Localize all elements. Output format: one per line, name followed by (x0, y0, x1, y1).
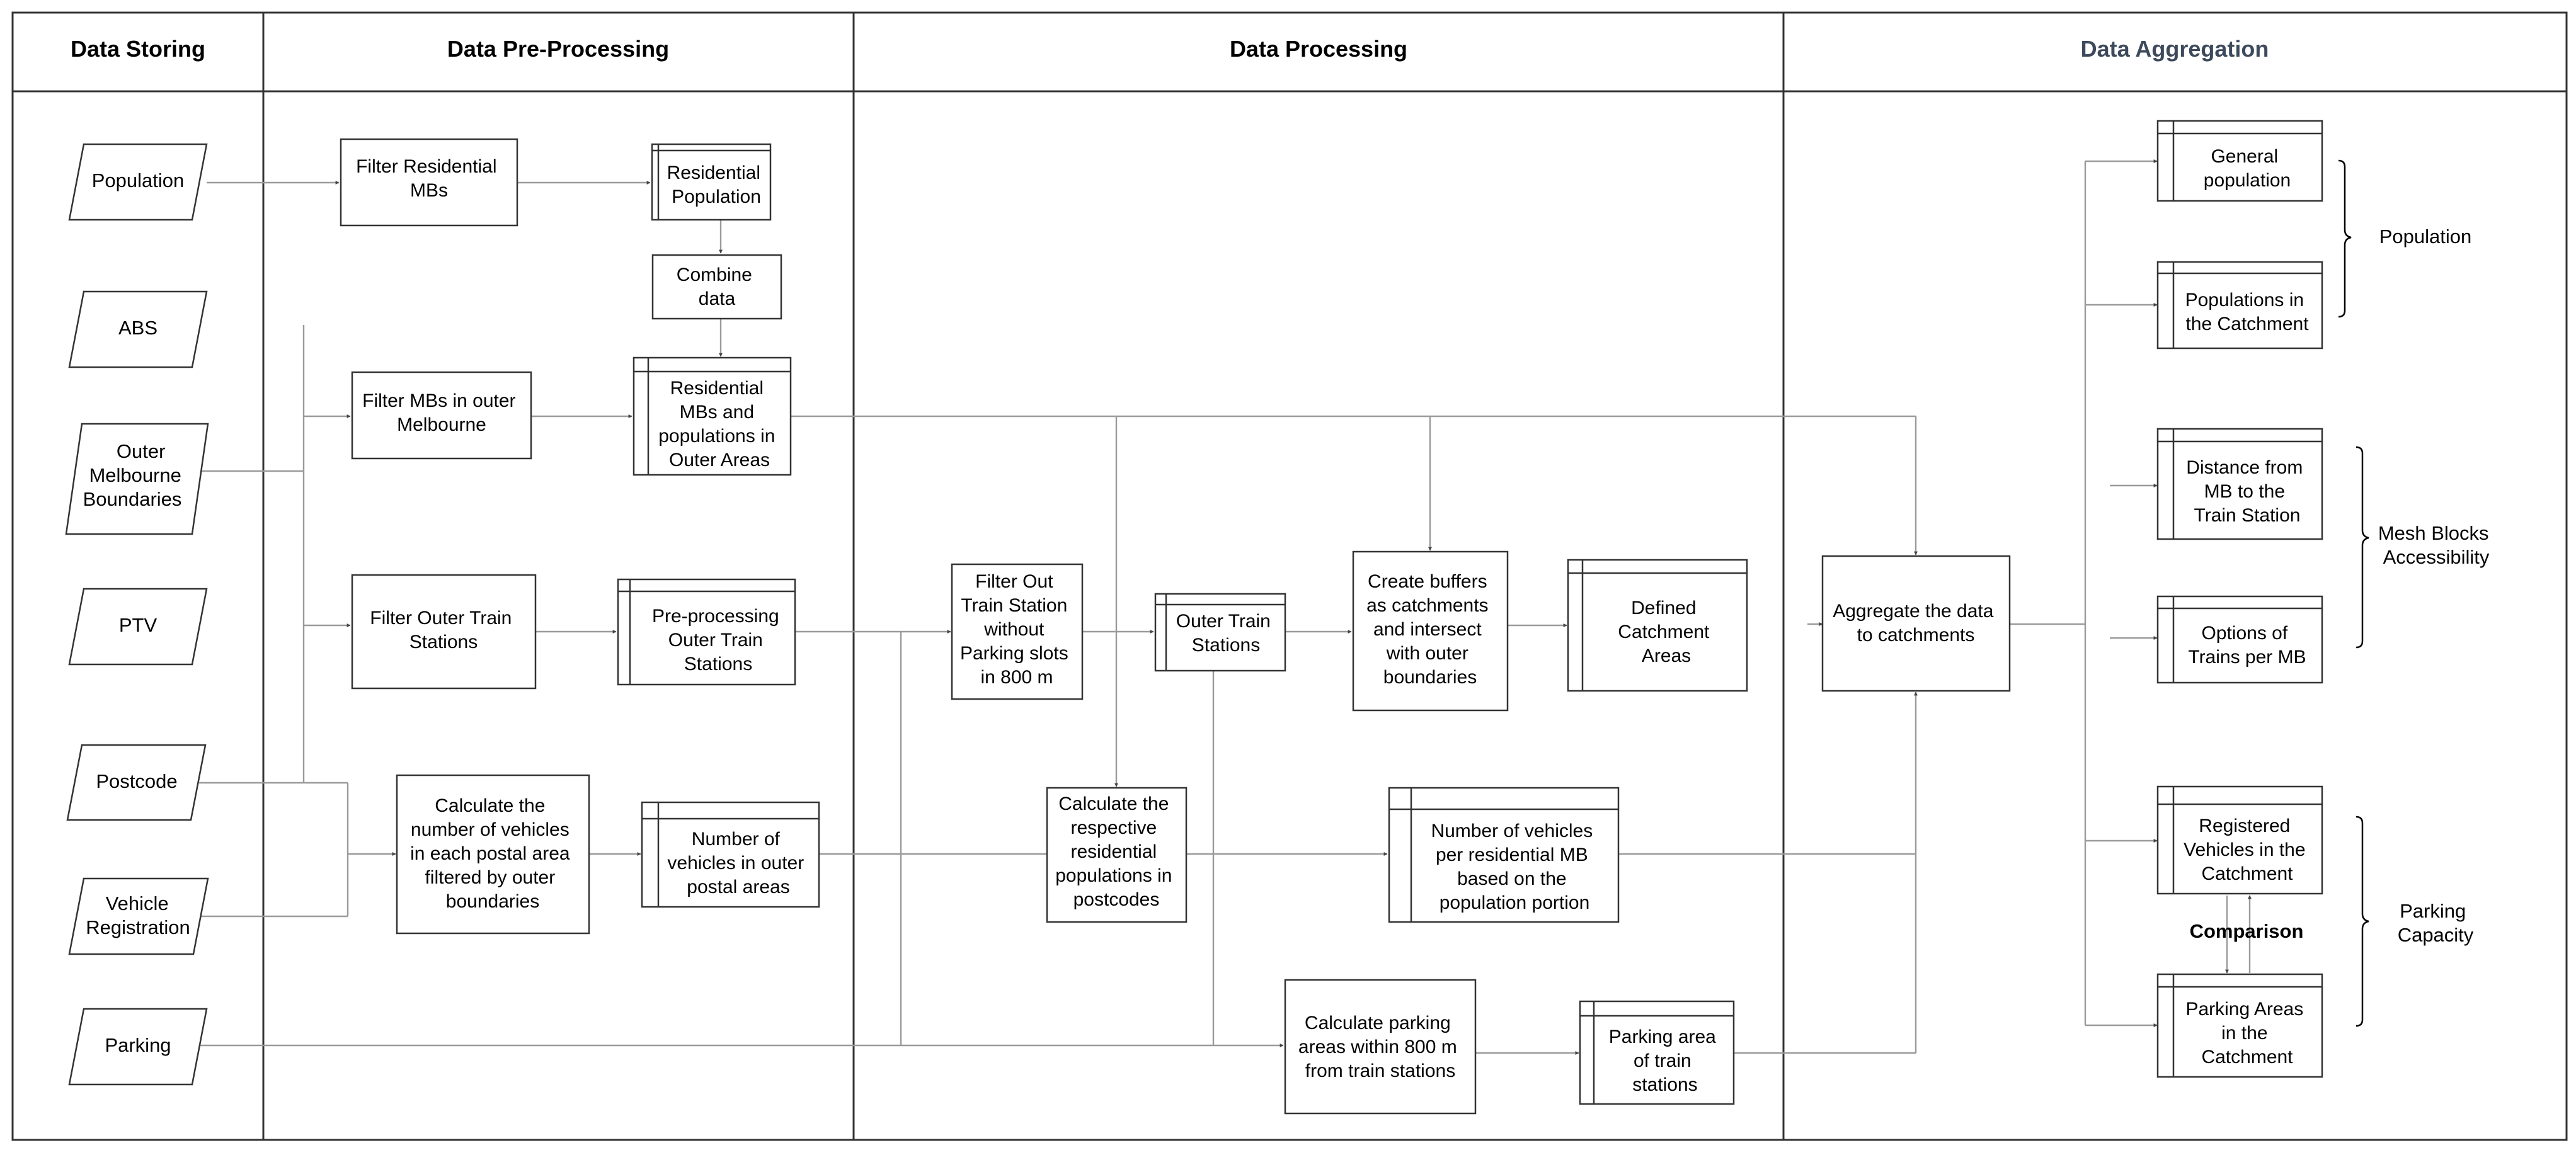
brace-parking-capacity (2356, 816, 2369, 1027)
data-outer-train-stations: Outer Train Stations (1154, 593, 1286, 672)
svg-text:Calculate the respective: Calculate the respective residential pop… (1055, 794, 1177, 910)
svg-text:General population: General population (2204, 146, 2291, 191)
svg-text:Outer Melbourne Bo: Outer Melbourne Boundaries (83, 440, 187, 510)
svg-text:Postcode: Postcode (96, 770, 177, 792)
svg-text:Combine data: Combine data (677, 265, 757, 309)
svg-text:Parking: Parking (105, 1034, 171, 1056)
svg-text:ABS: ABS (118, 317, 157, 339)
svg-text:Pre-processing Outer Tra: Pre-processing Outer Train Stations (652, 606, 784, 674)
data-distance-mb-to-station: Distance from MB to the Train Station (2156, 428, 2323, 540)
group-label-parking-capacity: Parking Capacity (2398, 900, 2474, 946)
process-aggregate-to-catchments: Aggregate the data to catchments (1821, 555, 2011, 692)
svg-text:Calculate parking areas: Calculate parking areas within 800 m fro… (1298, 1013, 1462, 1081)
data-parking-areas-catchment: Parking Areas in the Catchment (2156, 973, 2323, 1078)
group-label-mesh-blocks-accessibility: Mesh Blocks Accessibility (2378, 522, 2494, 568)
svg-text:Vehicle Registration: Vehicle Registration (86, 892, 190, 938)
svg-text:Options of Trains per MB: Options of Trains per MB (2188, 623, 2306, 668)
source-parking: Parking (68, 1008, 208, 1086)
svg-text:Calculate the number of: Calculate the number of vehicles in each… (410, 795, 575, 912)
svg-text:Residential MBs and: Residential MBs and populations in Outer… (658, 378, 781, 470)
data-options-trains-per-mb: Options of Trains per MB (2156, 595, 2323, 684)
svg-text:Population: Population (92, 169, 185, 191)
svg-text:Number of vehicles per r: Number of vehicles per residential MB ba… (1431, 821, 1598, 913)
process-filter-stations-without-parking: Filter Out Train Station without Parking… (951, 563, 1084, 700)
svg-text:Residential Population: Residential Population (667, 162, 766, 207)
data-populations-in-catchment: Populations in the Catchment (2156, 261, 2323, 350)
process-filter-residential-mbs: Filter Residential MBs (340, 138, 518, 227)
data-residential-mbs-outer-areas: Residential MBs and populations in Outer… (633, 356, 792, 476)
svg-text:Filter Residential MBs: Filter Residential MBs (356, 156, 502, 201)
comparison-label: Comparison (2190, 920, 2304, 942)
group-label-population: Population (2379, 225, 2472, 248)
source-ptv: PTV (68, 588, 208, 666)
lane-header-data-storing: Data Storing (71, 36, 205, 62)
data-general-population: General population (2156, 120, 2323, 202)
svg-text:Filter Out Train Station: Filter Out Train Station without Parking… (960, 571, 1073, 688)
lane-header-data-preprocessing: Data Pre-Processing (447, 36, 669, 62)
swimlane-frame (11, 11, 2568, 1141)
process-filter-outer-train-stations: Filter Outer Train Stations (351, 574, 537, 690)
brace-mesh-blocks-accessibility (2356, 446, 2369, 649)
source-postcode: Postcode (66, 744, 207, 821)
source-vehicle-registration: Vehicle Registration (68, 877, 209, 955)
data-residential-population: Residential Population (651, 143, 772, 221)
svg-text:Registered Vehicles in t: Registered Vehicles in the Catchment (2184, 816, 2311, 884)
svg-text:Outer Train Stations: Outer Train Stations (1176, 611, 1276, 656)
connectors (197, 159, 2252, 1055)
process-create-buffers-catchments: Create buffers as catchments and interse… (1352, 550, 1509, 712)
svg-text:Aggregate the data to ca: Aggregate the data to catchments (1833, 601, 1999, 646)
svg-text:Create buffers as catchm: Create buffers as catchments and interse… (1366, 571, 1494, 688)
data-registered-vehicles-catchment: Registered Vehicles in the Catchment (2156, 785, 2323, 895)
svg-text:Number of vehicles in ou: Number of vehicles in outer postal areas (667, 829, 809, 897)
process-calculate-vehicles-postal-area: Calculate the number of vehicles in each… (396, 774, 590, 935)
process-filter-mbs-outer-melbourne: Filter MBs in outer Melbourne (351, 371, 532, 460)
lane-header-data-processing: Data Processing (1230, 36, 1407, 62)
data-vehicles-outer-postal-areas: Number of vehicles in outer postal areas (641, 801, 820, 908)
data-preprocessing-outer-train-stations: Pre-processing Outer Train Stations (617, 578, 796, 686)
svg-text:Distance from MB to the: Distance from MB to the Train Station (2186, 457, 2308, 526)
source-abs: ABS (68, 290, 208, 368)
svg-text:PTV: PTV (119, 614, 157, 636)
svg-text:Parking Areas in the: Parking Areas in the Catchment (2185, 999, 2308, 1067)
data-vehicles-per-residential-mb: Number of vehicles per residential MB ba… (1388, 787, 1620, 923)
svg-text:Parking area of train: Parking area of train stations (1609, 1027, 1721, 1095)
svg-text:Defined Catchment: Defined Catchment Areas (1618, 598, 1714, 666)
data-parking-area-train-stations: Parking area of train stations (1579, 1000, 1735, 1105)
brace-population (2338, 159, 2352, 318)
process-combine-data: Combine data (651, 254, 782, 320)
process-calculate-parking-areas: Calculate parking areas within 800 m fro… (1284, 979, 1477, 1115)
svg-text:Filter Outer Train Stati: Filter Outer Train Stations (370, 608, 517, 652)
svg-text:Filter MBs in outer Melb: Filter MBs in outer Melbourne (362, 390, 521, 435)
process-calculate-residential-populations: Calculate the respective residential pop… (1046, 787, 1188, 923)
source-population: Population (68, 143, 208, 221)
svg-text:Populations in the Catch: Populations in the Catchment (2185, 290, 2310, 334)
data-defined-catchment-areas: Defined Catchment Areas (1567, 559, 1748, 692)
source-outer-melbourne-boundaries: Outer Melbourne Boundaries (65, 423, 209, 535)
lane-header-data-aggregation: Data Aggregation (2081, 36, 2269, 62)
